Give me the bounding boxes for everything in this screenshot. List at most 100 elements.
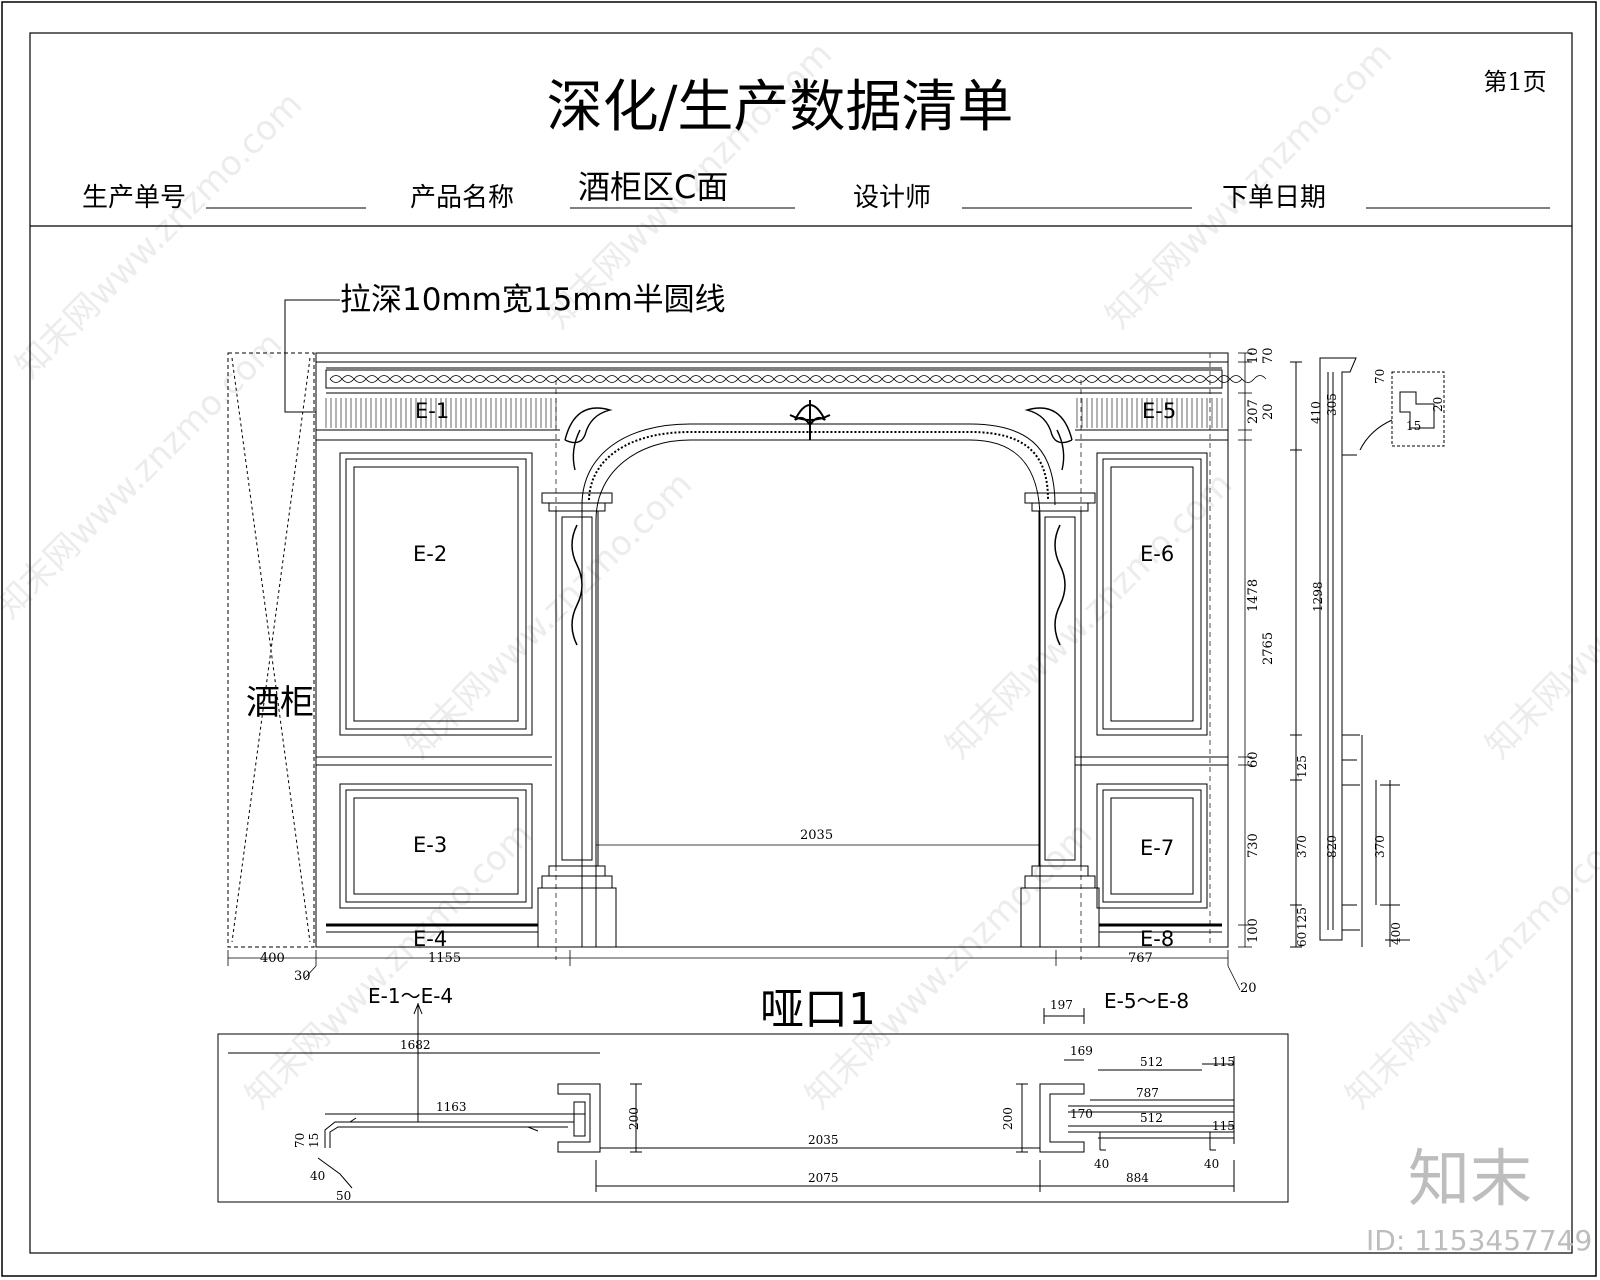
plan-dim-70: 70 bbox=[293, 1133, 307, 1148]
elevation-dim-texts: 400 30 1155 767 20 2035 10 70 207 20 147… bbox=[260, 347, 1276, 996]
plan-dim-50: 50 bbox=[336, 1189, 351, 1203]
plan-dim-40-c: 40 bbox=[310, 1169, 325, 1183]
watermark-site-7: 知末网www.znzmo.com bbox=[1478, 464, 1600, 766]
dim-70: 70 bbox=[1261, 347, 1276, 364]
dim-100: 100 bbox=[1246, 918, 1261, 943]
panel-labels: E-1 E-2 E-3 E-4 E-5 E-6 E-7 E-8 bbox=[413, 399, 1176, 951]
sheet-title: 深化/生产数据清单 bbox=[547, 75, 1014, 140]
side-dim-370: 370 bbox=[1295, 835, 1309, 858]
left-scroll-ornament bbox=[564, 407, 613, 471]
panel-label-e7: E-7 bbox=[1140, 836, 1174, 860]
order-date-label: 下单日期 bbox=[1222, 183, 1326, 213]
dim-400: 400 bbox=[260, 951, 285, 966]
wall-outline bbox=[315, 352, 1229, 948]
panel-label-e2: E-2 bbox=[413, 542, 447, 566]
panel-e3-frame bbox=[339, 783, 533, 909]
side-profile bbox=[1319, 357, 1357, 941]
plan-dim-115: 115 bbox=[1212, 1055, 1235, 1069]
plan-left-jamb bbox=[557, 1083, 601, 1153]
plan-dim-200-left: 200 bbox=[627, 1107, 641, 1130]
plan-right-jamb bbox=[1039, 1083, 1085, 1153]
product-name-label: 产品名称 bbox=[410, 183, 514, 213]
dim-1478: 1478 bbox=[1246, 579, 1261, 612]
plan-dim-1163: 1163 bbox=[436, 1100, 467, 1114]
right-pilaster-carving bbox=[1054, 524, 1066, 646]
watermark-site-6: 知末网www.znzmo.com bbox=[938, 464, 1240, 766]
side-dim-400: 400 bbox=[1389, 922, 1403, 945]
dim-20-side: 20 bbox=[1261, 403, 1276, 420]
guide-lines bbox=[555, 353, 1211, 960]
frieze-band bbox=[325, 369, 1223, 389]
plan-dim-169: 169 bbox=[1070, 1044, 1093, 1058]
panel-e7-frame bbox=[1096, 783, 1208, 909]
dim-20-bottom: 20 bbox=[1240, 981, 1257, 996]
panel-e6-frame bbox=[1096, 452, 1208, 736]
plan-dim-200-right: 200 bbox=[1001, 1107, 1015, 1130]
plan-dim-115-b: 115 bbox=[1212, 1119, 1235, 1133]
watermark-site-10: 知末网www.znzmo.com bbox=[1338, 814, 1600, 1116]
half-round-note: 拉深10mm宽15mm半圆线 bbox=[340, 282, 726, 318]
plan-right-run bbox=[1068, 1105, 1234, 1133]
side-dim-820: 820 bbox=[1325, 835, 1339, 858]
dim-207: 207 bbox=[1246, 399, 1261, 424]
arch-ornament bbox=[588, 431, 1049, 501]
product-name-value: 酒柜区C面 bbox=[578, 168, 728, 206]
right-group-label: E-5～E-8 bbox=[1104, 989, 1189, 1013]
panel-label-e3: E-3 bbox=[413, 833, 447, 857]
dim-2035-opening: 2035 bbox=[800, 828, 833, 843]
panel-label-e6: E-6 bbox=[1140, 542, 1174, 566]
panel-e2-frame bbox=[339, 452, 533, 736]
side-dim-305: 305 bbox=[1325, 393, 1339, 416]
side-dim-370-b: 370 bbox=[1373, 835, 1387, 858]
profile-dim-15: 15 bbox=[1406, 419, 1421, 433]
plan-dim-197: 197 bbox=[1050, 998, 1073, 1012]
plan-dim-884: 884 bbox=[1126, 1171, 1149, 1185]
profile-dim-20: 20 bbox=[1431, 397, 1445, 412]
plan-dim-2075: 2075 bbox=[808, 1171, 839, 1185]
section-title: 哑口1 bbox=[760, 984, 876, 1035]
elevation bbox=[227, 299, 1267, 960]
plan-dim-787: 787 bbox=[1136, 1086, 1159, 1100]
plan-dim-1682: 1682 bbox=[400, 1038, 431, 1052]
left-group-label: E-1～E-4 bbox=[368, 984, 453, 1008]
half-round-leader bbox=[284, 299, 340, 413]
brand-logo-watermark: 知末 bbox=[1408, 1142, 1532, 1215]
panel-label-e5: E-5 bbox=[1142, 399, 1176, 423]
right-pilaster-capital bbox=[1024, 492, 1096, 504]
plan-section bbox=[217, 1002, 1289, 1203]
site-watermarks: 知末网www.znzmo.com 知末网www.znzmo.com 知末网www… bbox=[0, 34, 1600, 1116]
plan-left-run bbox=[324, 1101, 586, 1148]
plan-dim-40-b: 40 bbox=[1204, 1157, 1219, 1171]
side-dim-texts: 305 410 1298 125 370 820 370 125 60 400 … bbox=[1295, 369, 1445, 947]
wine-cabinet-outline bbox=[227, 352, 315, 948]
side-dim-1298: 1298 bbox=[1311, 581, 1325, 612]
fluting-left bbox=[325, 398, 557, 428]
order-no-label: 生产单号 bbox=[82, 183, 186, 213]
side-dim-60: 60 bbox=[1295, 932, 1309, 947]
side-dim-125: 125 bbox=[1295, 755, 1309, 778]
plan-dim-40-a: 40 bbox=[1094, 1157, 1109, 1171]
wine-cabinet-cross bbox=[231, 357, 311, 943]
panel-label-e8: E-8 bbox=[1140, 927, 1174, 951]
page-number: 第1页 bbox=[1483, 68, 1546, 96]
plan-dim-15: 15 bbox=[307, 1133, 321, 1148]
inner-frame bbox=[29, 32, 1573, 1254]
side-section bbox=[1290, 357, 1445, 948]
dim-2765: 2765 bbox=[1261, 632, 1276, 665]
plan-dim-512-b: 512 bbox=[1140, 1111, 1163, 1125]
dim-10: 10 bbox=[1246, 347, 1261, 364]
dim-1155: 1155 bbox=[428, 951, 461, 966]
right-scroll-ornament bbox=[1024, 407, 1073, 471]
dim-30: 30 bbox=[294, 969, 311, 984]
frieze-pattern bbox=[329, 375, 1267, 383]
profile-detail-box bbox=[1391, 371, 1445, 447]
fluting-right bbox=[1076, 398, 1223, 428]
right-pilaster-base bbox=[1020, 887, 1100, 948]
panel-label-e1: E-1 bbox=[415, 399, 449, 423]
plan-dim-512: 512 bbox=[1140, 1055, 1163, 1069]
wine-cabinet-label: 酒柜 bbox=[246, 683, 314, 723]
dim-60: 60 bbox=[1246, 751, 1261, 768]
brand-id-watermark: ID: 1153457749 bbox=[1366, 1224, 1592, 1257]
plan-dim-2035: 2035 bbox=[808, 1133, 839, 1147]
